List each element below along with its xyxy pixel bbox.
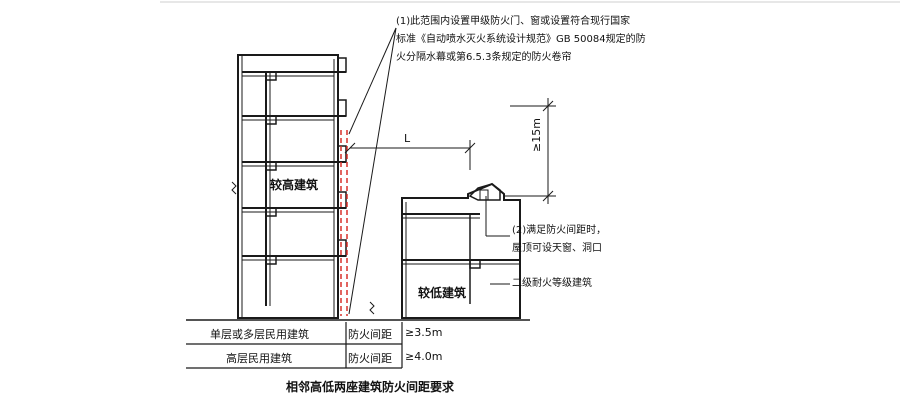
roof-skylight <box>468 183 501 201</box>
table-row-item: 防火间距 <box>348 328 392 341</box>
taller-building-outline <box>237 54 339 319</box>
note-line: 标准《自动喷水灭火系统设计规范》GB 50084规定的防 <box>396 34 646 45</box>
dimension-L <box>344 140 476 170</box>
note-line: 屋顶可设天窗、洞口 <box>512 243 602 254</box>
lower-building <box>401 182 521 319</box>
break-mark <box>231 181 237 195</box>
taller-slab-undersides <box>242 75 334 261</box>
table-row-value: ≥4.0m <box>405 350 443 363</box>
taller-beams <box>265 71 277 265</box>
lower-building-label: 较低建筑 <box>418 286 467 300</box>
lower-building-outline <box>401 182 521 319</box>
dimension-L-label: L <box>404 132 411 145</box>
note-line: (2)满足防火间距时， <box>512 225 607 236</box>
note-fire-rating: 二级耐火等级建筑 <box>512 275 592 293</box>
note-line: (1)此范围内设置甲级防火门、窗或设置符合现行国家 <box>396 16 631 27</box>
fire-protection-zone <box>340 130 348 316</box>
note-roof-openings: (2)满足防火间距时， 屋顶可设天窗、洞口 <box>512 222 606 258</box>
dimension-15m <box>504 98 556 204</box>
table-row-type: 单层或多层民用建筑 <box>210 328 309 341</box>
break-mark <box>369 301 375 315</box>
note-line: 二级耐火等级建筑 <box>512 278 592 289</box>
taller-building-label: 较高建筑 <box>270 178 319 192</box>
table-row-item: 防火间距 <box>348 352 392 365</box>
diagram-caption: 相邻高低两座建筑防火间距要求 <box>286 380 455 394</box>
taller-facade-windows <box>337 57 347 257</box>
taller-floor-slabs <box>242 71 346 257</box>
dimension-15m-label: ≥15m <box>530 118 543 152</box>
note-fire-separation: (1)此范围内设置甲级防火门、窗或设置符合现行国家 标准《自动喷水灭火系统设计规… <box>396 13 646 67</box>
table-row-type: 高层民用建筑 <box>226 352 292 365</box>
table-row-value: ≥3.5m <box>405 326 443 339</box>
distance-table-grid <box>186 322 403 369</box>
leader-lines <box>348 27 510 315</box>
note-line: 火分隔水幕或第6.5.3条规定的防火卷帘 <box>396 52 572 63</box>
taller-building <box>231 54 375 319</box>
